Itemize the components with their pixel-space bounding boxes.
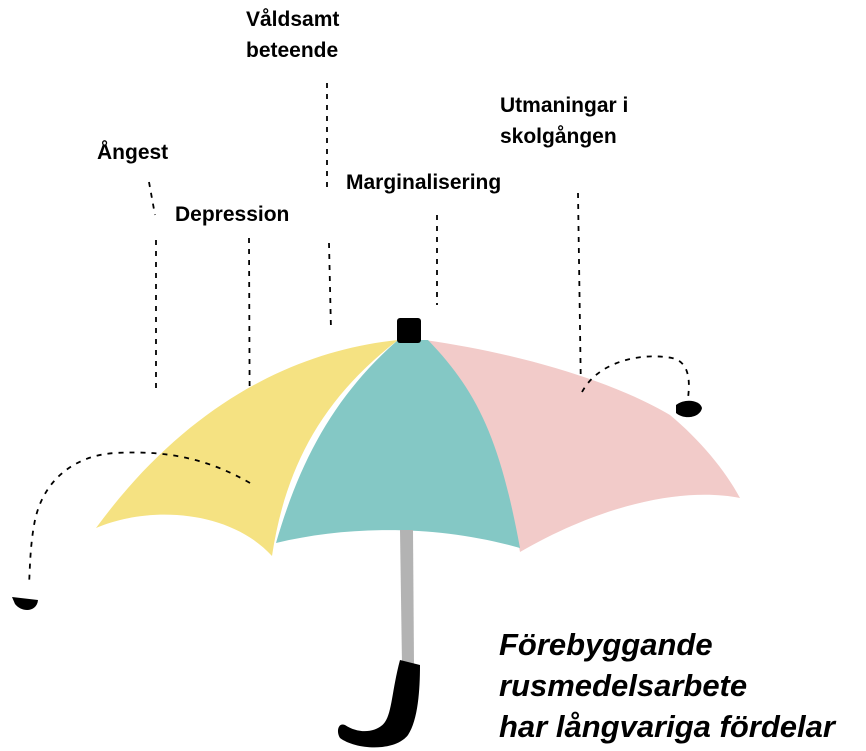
slogan-line2: rusmedelsarbete <box>499 668 748 703</box>
umbrella-shaft <box>400 530 414 665</box>
rain-line-angest-1 <box>148 181 156 216</box>
label-valdsamt-line1: Våldsamt <box>246 8 340 31</box>
label-valdsamt-line2: beteende <box>246 39 339 62</box>
label-valdsamt-beteende: Våldsamt beteende <box>246 4 339 66</box>
slogan-line1: Förebyggande <box>499 627 713 662</box>
slogan: Förebyggande rusmedelsarbete har långvar… <box>499 624 835 747</box>
umbrella-panel-center <box>276 340 520 548</box>
label-marginalisering: Marginalisering <box>346 171 502 194</box>
rain-line-valdsamt-2 <box>328 242 332 331</box>
umbrella-panel-left <box>96 340 398 556</box>
umbrella-tip <box>397 318 421 343</box>
label-utmaningar-line2: skolgången <box>500 125 617 148</box>
slogan-line3: har långvariga fördelar <box>499 709 835 744</box>
label-utmaningar: Utmaningar i skolgången <box>500 90 628 152</box>
handle-icon <box>337 660 420 748</box>
raindrop-icon <box>676 400 702 418</box>
umbrella-panel-right <box>425 340 740 552</box>
label-angest: Ångest <box>97 141 169 164</box>
rain-lines <box>148 83 582 484</box>
label-depression: Depression <box>175 203 290 226</box>
label-utmaningar-line1: Utmaningar i <box>500 94 629 117</box>
rain-line-depression <box>248 237 251 484</box>
rain-line-utmaningar <box>577 192 582 396</box>
raindrop-icon <box>12 597 38 610</box>
rain-cord-left <box>28 451 251 586</box>
rain-cord-right <box>581 355 690 399</box>
